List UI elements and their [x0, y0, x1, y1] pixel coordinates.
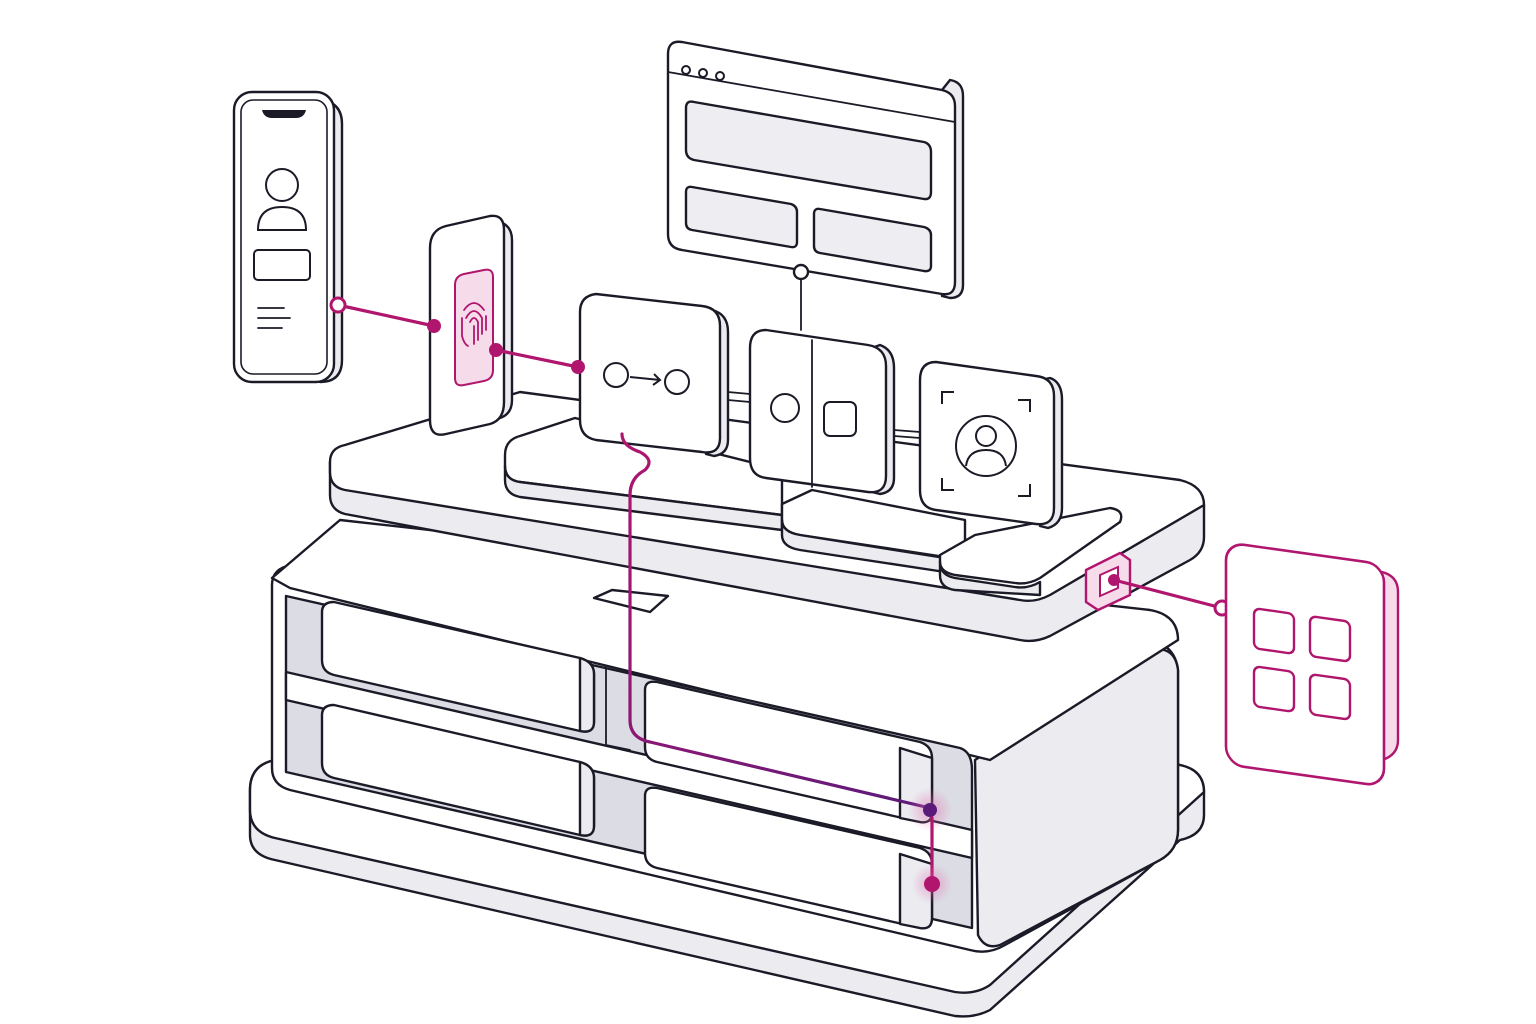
mobile-phone[interactable] [232, 90, 344, 384]
rack-divider [605, 665, 631, 751]
phone-notch [262, 110, 306, 118]
window-dot [681, 65, 691, 75]
circle-square-icon [770, 393, 857, 437]
window-content-card-right [812, 207, 933, 273]
connection-flow-to-split [727, 391, 751, 403]
drawer-top-left[interactable] [320, 600, 596, 733]
fingerprint-icon [461, 302, 487, 347]
connector-dot [1108, 574, 1120, 586]
server-rack [248, 518, 1206, 1018]
connection-split-to-face [893, 429, 921, 439]
phone-body [232, 90, 336, 384]
connection-phone-to-fingerprint [329, 296, 441, 333]
fingerprint-scanner[interactable] [428, 214, 514, 436]
face-scan-icon [941, 391, 1031, 497]
connection-fingerprint-to-flow [489, 343, 585, 374]
window-dot [698, 68, 708, 78]
flow-module[interactable] [578, 292, 730, 458]
phone-text-line [257, 307, 291, 329]
tile-right [938, 506, 1123, 597]
arrow-flow-icon [603, 362, 690, 395]
rack-right-side [973, 648, 1180, 948]
window-content-card-left [684, 185, 799, 249]
rack-top-rim [270, 518, 1180, 762]
dashboard-window[interactable] [666, 40, 965, 300]
user-profile-icon [256, 168, 308, 231]
app-grid-module[interactable] [1224, 542, 1400, 786]
window-content-banner [684, 100, 933, 201]
connection-flow-to-rack [620, 432, 952, 904]
connection-port-to-grid [1112, 578, 1224, 610]
split-module[interactable] [748, 328, 896, 496]
face-recognition-module[interactable] [918, 360, 1064, 530]
grid-icon [1252, 607, 1352, 721]
connector-dot [792, 263, 810, 281]
window-dot [715, 71, 725, 81]
phone-screen [240, 99, 328, 375]
drawer-bottom-left[interactable] [320, 703, 596, 837]
phone-input-field[interactable] [253, 249, 311, 281]
